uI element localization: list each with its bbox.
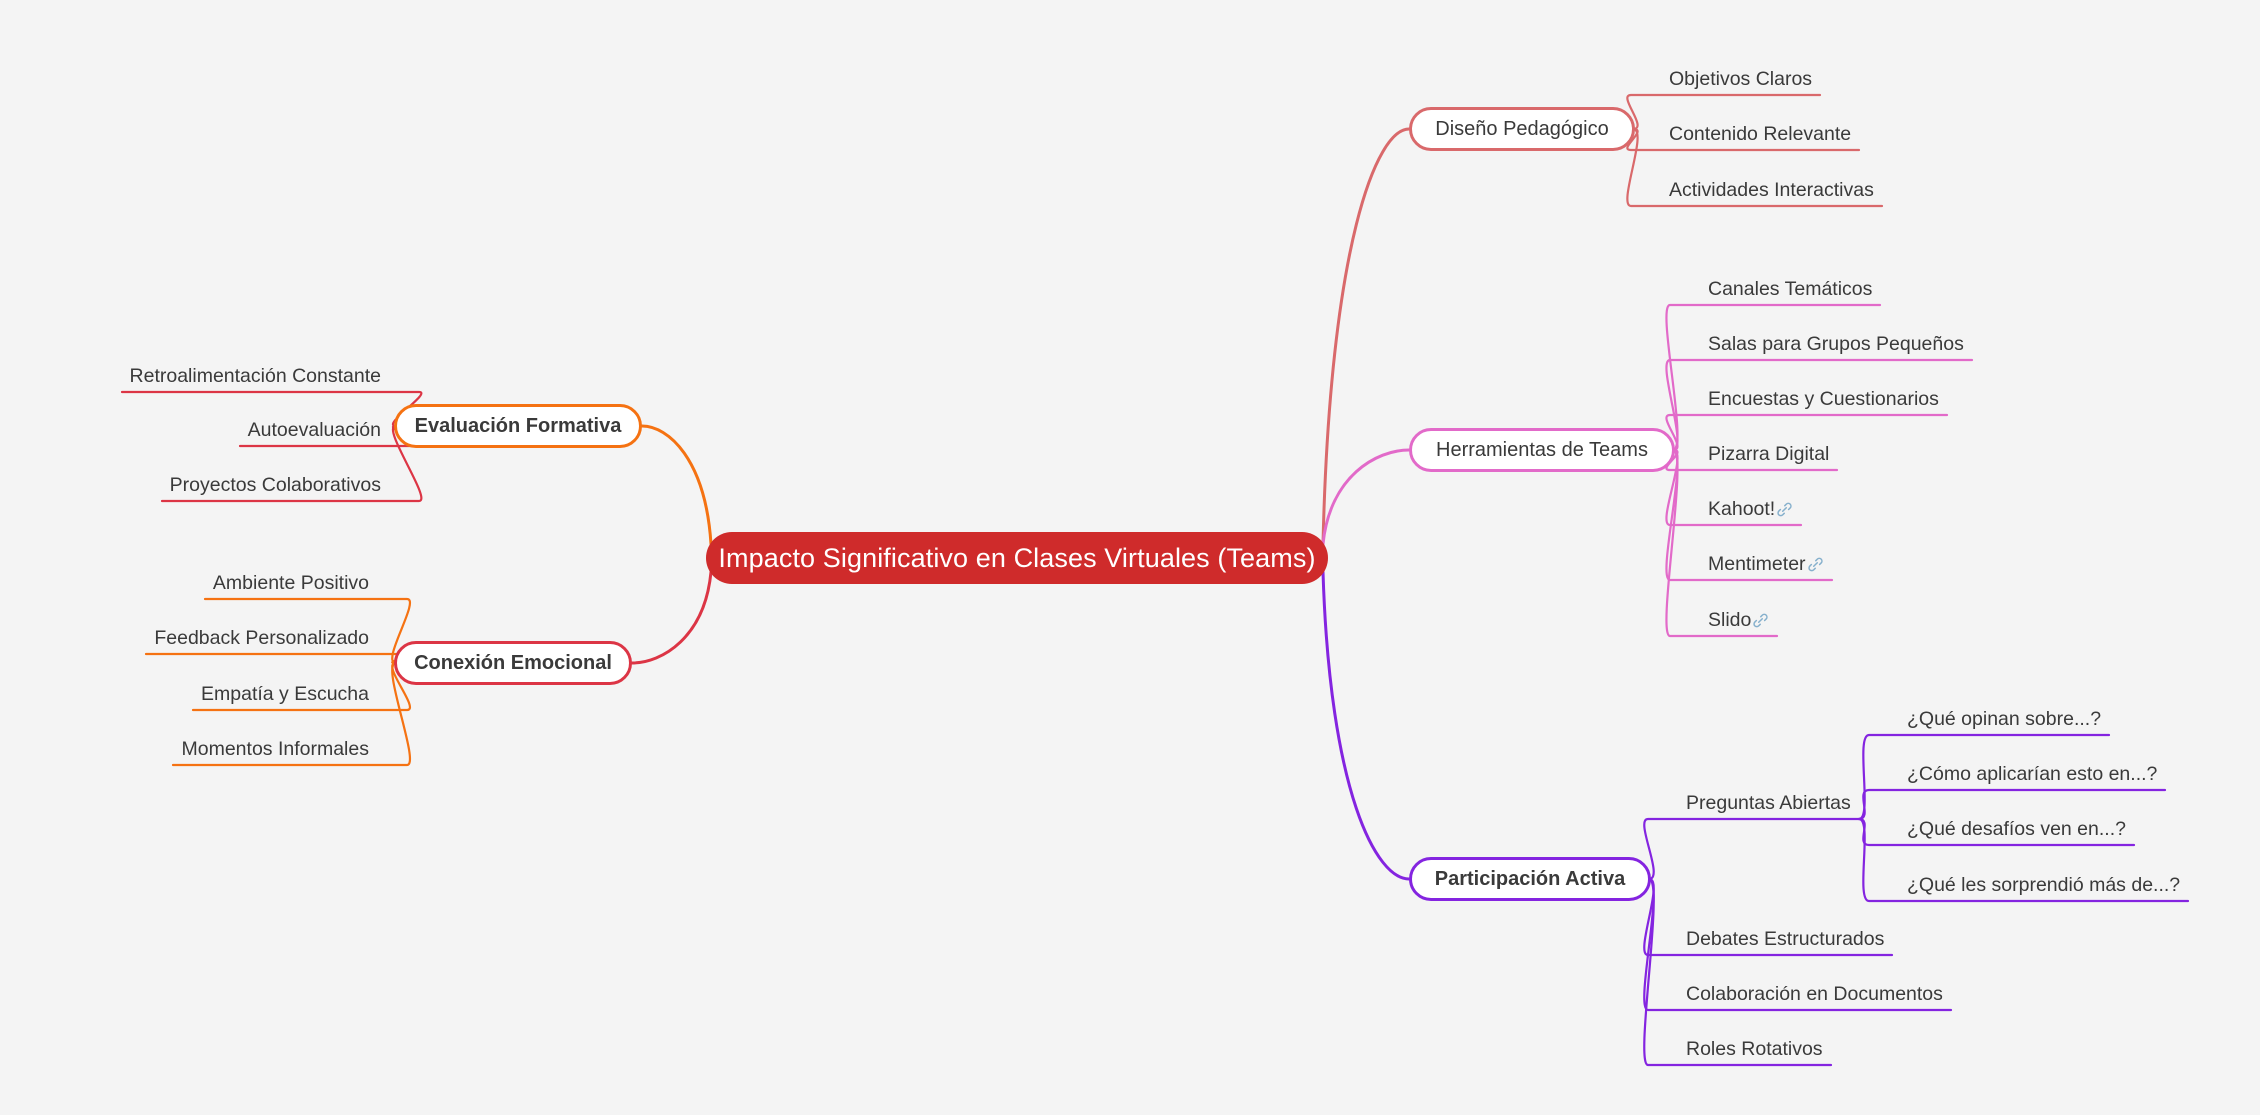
leaf-objetivos-claros[interactable]: Objetivos Claros [1665, 64, 1816, 94]
leaf-feedback-personalizado[interactable]: Feedback Personalizado [146, 623, 373, 653]
leaf-momentos-informales-label: Momentos Informales [181, 737, 370, 760]
branch-node-evaluacion-formativa-label: Evaluación Formativa [414, 414, 622, 437]
leaf-retroalimentacion-constante[interactable]: Retroalimentación Constante [122, 361, 385, 391]
branch-node-herramientas-de-teams-label: Herramientas de Teams [1436, 438, 1648, 461]
leaf-debates-estructurados[interactable]: Debates Estructurados [1682, 924, 1888, 954]
leaf-empatia-y-escucha[interactable]: Empatía y Escucha [193, 679, 373, 709]
leaf-que-desafios-ven-en-label: ¿Qué desafíos ven en...? [1907, 817, 2126, 840]
leaf-encuestas-y-cuestionarios[interactable]: Encuestas y Cuestionarios [1704, 384, 1943, 414]
leaf-colaboracion-en-documentos[interactable]: Colaboración en Documentos [1682, 979, 1947, 1009]
leaf-ambiente-positivo-label: Ambiente Positivo [212, 571, 369, 594]
branch-node-conexion-emocional-label: Conexión Emocional [414, 651, 612, 674]
leaf-slido-label: Slido [1708, 608, 1752, 631]
leaf-que-les-sorprendio-mas-de-label: ¿Qué les sorprendió más de...? [1907, 873, 2181, 896]
link-icon[interactable] [1752, 612, 1769, 629]
branch-node-herramientas-de-teams[interactable]: Herramientas de Teams [1409, 428, 1675, 472]
leaf-autoevaluacion[interactable]: Autoevaluación [240, 415, 385, 445]
link-icon[interactable] [1776, 501, 1793, 518]
branch-node-participacion-activa-label: Participación Activa [1434, 867, 1626, 890]
leaf-actividades-interactivas[interactable]: Actividades Interactivas [1665, 175, 1878, 205]
leaf-canales-tematicos-label: Canales Temáticos [1708, 277, 1873, 300]
branch-node-diseno-pedagogico[interactable]: Diseño Pedagógico [1409, 107, 1635, 151]
leaf-empatia-y-escucha-label: Empatía y Escucha [201, 682, 369, 705]
leaf-colaboracion-en-documentos-label: Colaboración en Documentos [1686, 982, 1943, 1005]
leaf-mentimeter-label: Mentimeter [1708, 552, 1806, 575]
leaf-mentimeter[interactable]: Mentimeter [1704, 549, 1828, 579]
leaf-salas-para-grupos-pequenos[interactable]: Salas para Grupos Pequeños [1704, 329, 1968, 359]
leaf-autoevaluacion-label: Autoevaluación [247, 418, 381, 441]
leaf-que-opinan-sobre-label: ¿Qué opinan sobre...? [1907, 707, 2102, 730]
branch-node-diseno-pedagogico-label: Diseño Pedagógico [1435, 117, 1609, 140]
leaf-feedback-personalizado-label: Feedback Personalizado [154, 626, 369, 649]
leaf-roles-rotativos[interactable]: Roles Rotativos [1682, 1034, 1827, 1064]
leaf-como-aplicarian-esto-en[interactable]: ¿Cómo aplicarían esto en...? [1903, 759, 2161, 789]
root-node[interactable]: Impacto Significativo en Clases Virtuale… [706, 532, 1328, 584]
leaf-salas-para-grupos-pequenos-label: Salas para Grupos Pequeños [1708, 332, 1964, 355]
leaf-contenido-relevante-label: Contenido Relevante [1669, 122, 1852, 145]
leaf-que-opinan-sobre[interactable]: ¿Qué opinan sobre...? [1903, 704, 2105, 734]
leaf-canales-tematicos[interactable]: Canales Temáticos [1704, 274, 1876, 304]
leaf-preguntas-abiertas-label: Preguntas Abiertas [1686, 791, 1851, 814]
leaf-preguntas-abiertas[interactable]: Preguntas Abiertas [1682, 788, 1855, 818]
leaf-objetivos-claros-label: Objetivos Claros [1669, 67, 1813, 90]
branch-node-conexion-emocional[interactable]: Conexión Emocional [394, 641, 632, 685]
branch-node-participacion-activa[interactable]: Participación Activa [1409, 857, 1651, 901]
leaf-ambiente-positivo[interactable]: Ambiente Positivo [205, 568, 373, 598]
leaf-pizarra-digital-label: Pizarra Digital [1708, 442, 1830, 465]
branch-node-evaluacion-formativa[interactable]: Evaluación Formativa [394, 404, 642, 448]
leaf-que-desafios-ven-en[interactable]: ¿Qué desafíos ven en...? [1903, 814, 2130, 844]
leaf-debates-estructurados-label: Debates Estructurados [1686, 927, 1885, 950]
leaf-pizarra-digital[interactable]: Pizarra Digital [1704, 439, 1833, 469]
leaf-que-les-sorprendio-mas-de[interactable]: ¿Qué les sorprendió más de...? [1903, 870, 2184, 900]
leaf-roles-rotativos-label: Roles Rotativos [1686, 1037, 1823, 1060]
leaf-como-aplicarian-esto-en-label: ¿Cómo aplicarían esto en...? [1907, 762, 2158, 785]
leaf-slido[interactable]: Slido [1704, 605, 1773, 635]
leaf-kahoot-label: Kahoot! [1708, 497, 1776, 520]
leaf-contenido-relevante[interactable]: Contenido Relevante [1665, 119, 1855, 149]
link-icon[interactable] [1807, 556, 1824, 573]
leaf-retroalimentacion-constante-label: Retroalimentación Constante [129, 364, 381, 387]
leaf-proyectos-colaborativos[interactable]: Proyectos Colaborativos [162, 470, 385, 500]
leaf-encuestas-y-cuestionarios-label: Encuestas y Cuestionarios [1708, 387, 1939, 410]
leaf-kahoot[interactable]: Kahoot! [1704, 494, 1797, 524]
leaf-proyectos-colaborativos-label: Proyectos Colaborativos [169, 473, 381, 496]
leaf-actividades-interactivas-label: Actividades Interactivas [1669, 178, 1874, 201]
leaf-momentos-informales[interactable]: Momentos Informales [173, 734, 373, 764]
root-node-label: Impacto Significativo en Clases Virtuale… [718, 542, 1316, 573]
